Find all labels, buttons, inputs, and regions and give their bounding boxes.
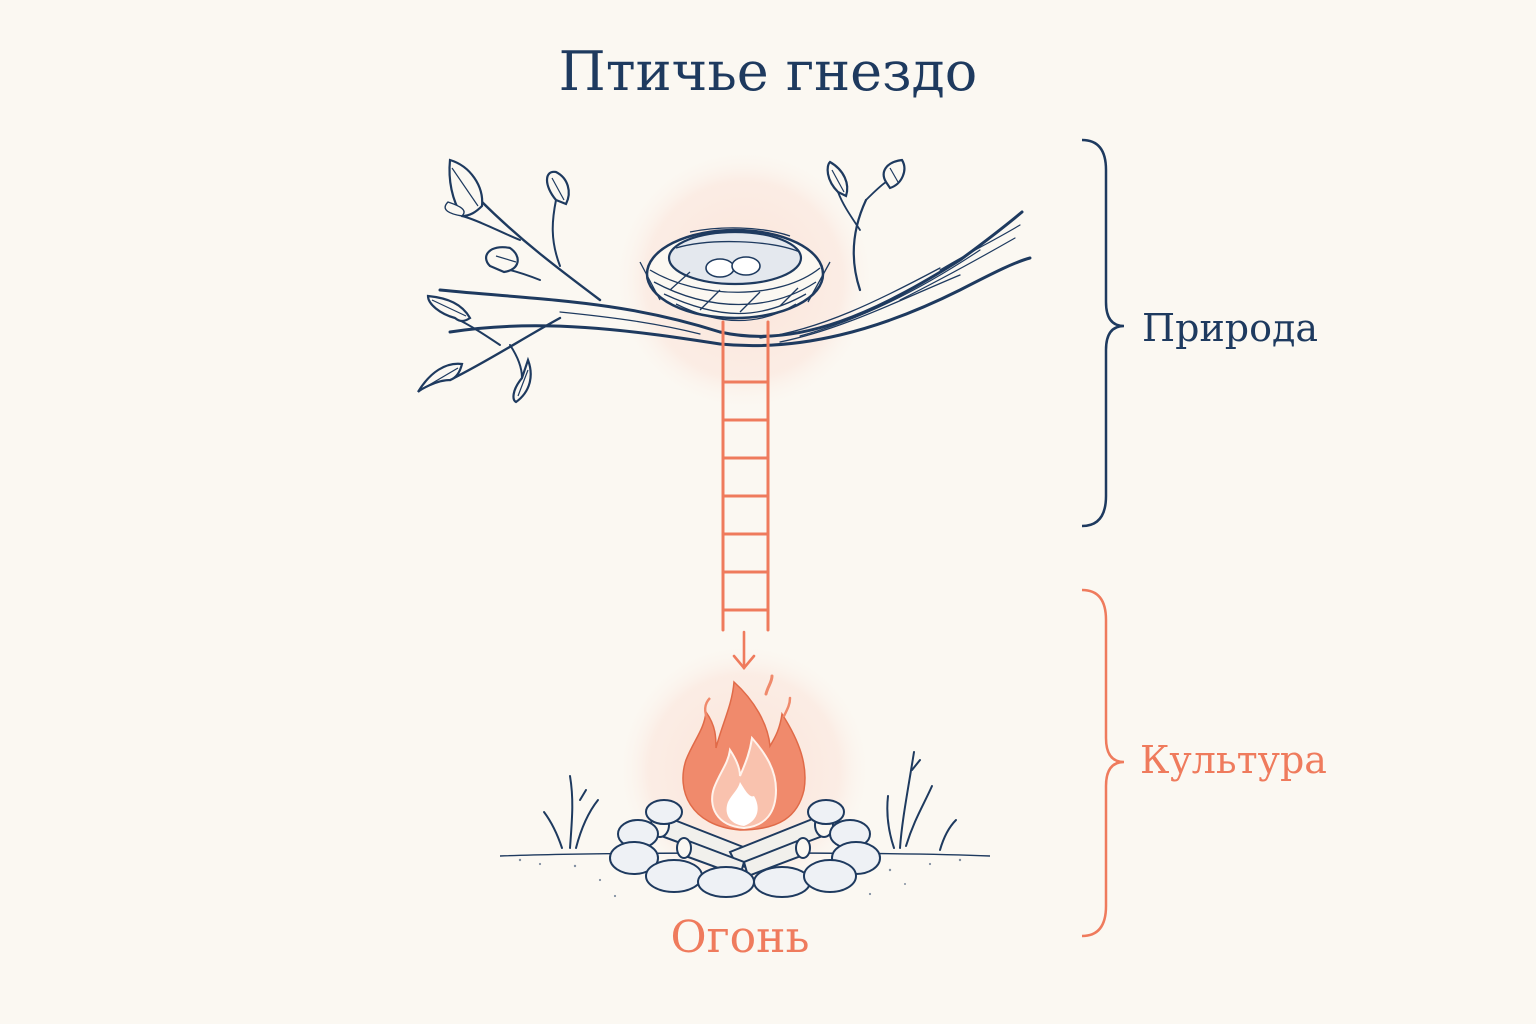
grass-icon [543, 751, 957, 851]
culture-label: Культура [1140, 738, 1327, 782]
nature-label: Природа [1142, 306, 1319, 350]
ladder-icon [721, 320, 770, 632]
stone-icon [609, 799, 881, 898]
egg-icon [705, 256, 761, 278]
nest-icon [639, 227, 831, 322]
campfire-icon [682, 674, 806, 831]
branch-icon [438, 181, 1032, 382]
diagram-title: Птичье гнездо [558, 40, 978, 103]
nature-brace [1081, 138, 1125, 528]
fire-label: Огонь [670, 912, 810, 963]
leaf-veins [423, 167, 899, 397]
culture-brace [1081, 588, 1125, 938]
down-arrow-icon [732, 630, 756, 671]
